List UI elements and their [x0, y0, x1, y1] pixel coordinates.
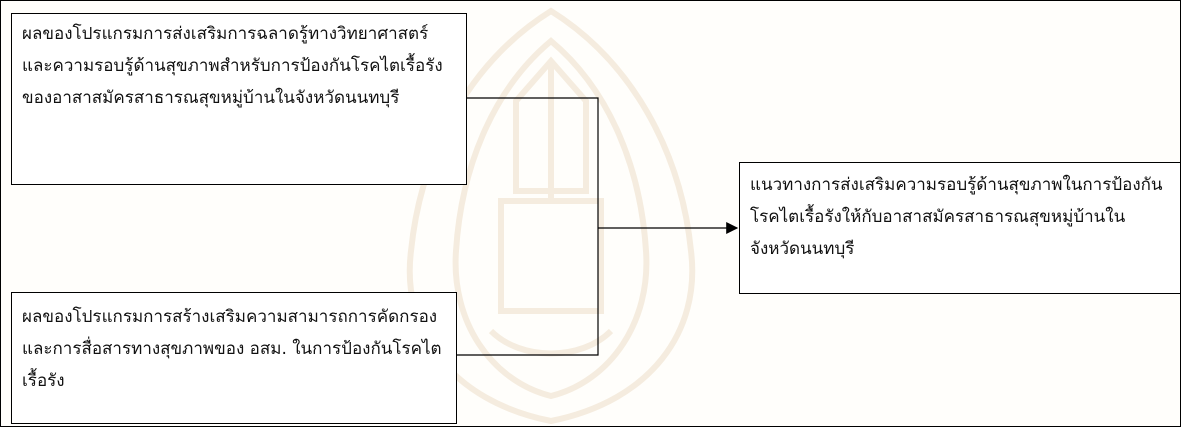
connector-bottom	[457, 228, 599, 356]
box-health-literacy-guideline: แนวทางการส่งเสริมความรอบรู้ด้านสุขภาพในก…	[739, 162, 1181, 294]
box-program-screening-communication: ผลของโปรแกรมการสร้างเสริมความสามารถการคั…	[11, 292, 457, 424]
connector-top	[467, 97, 599, 228]
box-program-science-literacy: ผลของโปรแกรมการส่งเสริมการฉลาดรู้ทางวิทย…	[11, 13, 467, 185]
